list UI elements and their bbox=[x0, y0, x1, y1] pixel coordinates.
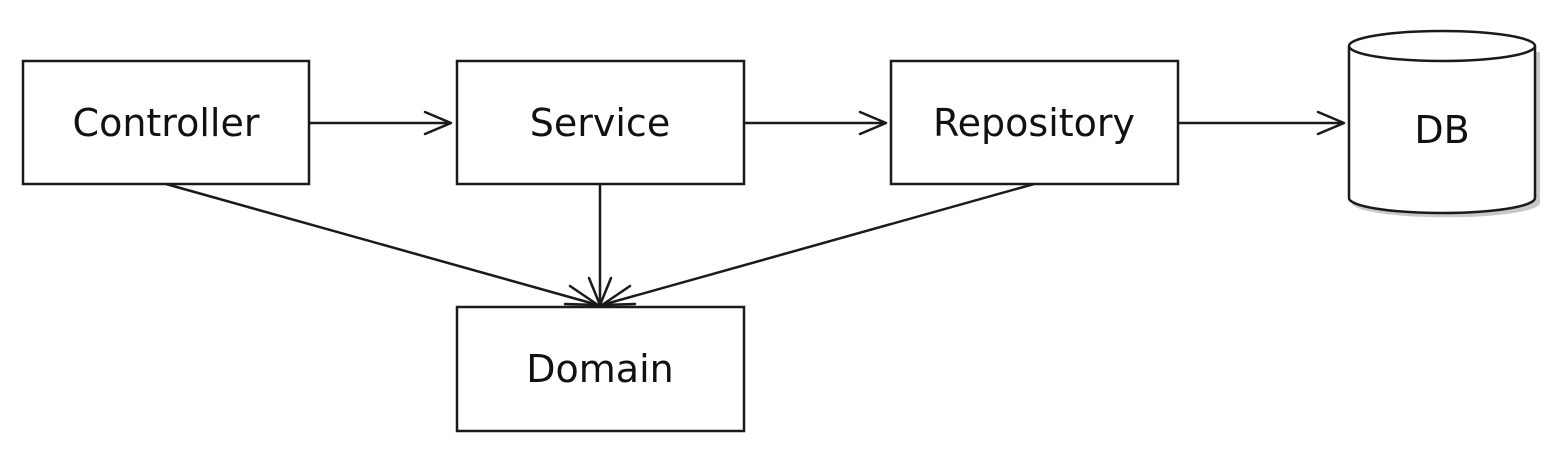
node-controller: Controller bbox=[21, 59, 311, 186]
edge-controller-to-domain bbox=[165, 182, 600, 307]
node-repository-label: Repository bbox=[933, 101, 1135, 145]
edge-repository-to-db bbox=[1178, 110, 1346, 136]
node-domain-label: Domain bbox=[526, 347, 673, 391]
edge-repository-to-domain bbox=[600, 182, 1035, 307]
db-cylinder-icon bbox=[1347, 29, 1540, 218]
node-service-label: Service bbox=[530, 101, 670, 145]
edge-service-to-domain bbox=[587, 184, 613, 307]
node-domain: Domain bbox=[455, 305, 746, 433]
node-db-label: DB bbox=[1414, 108, 1469, 152]
node-repository: Repository bbox=[889, 59, 1180, 186]
edge-service-to-repository bbox=[744, 110, 888, 136]
node-service: Service bbox=[455, 59, 746, 186]
node-controller-label: Controller bbox=[73, 101, 260, 145]
edge-controller-to-service bbox=[309, 110, 453, 136]
node-db: DB bbox=[1347, 29, 1540, 218]
